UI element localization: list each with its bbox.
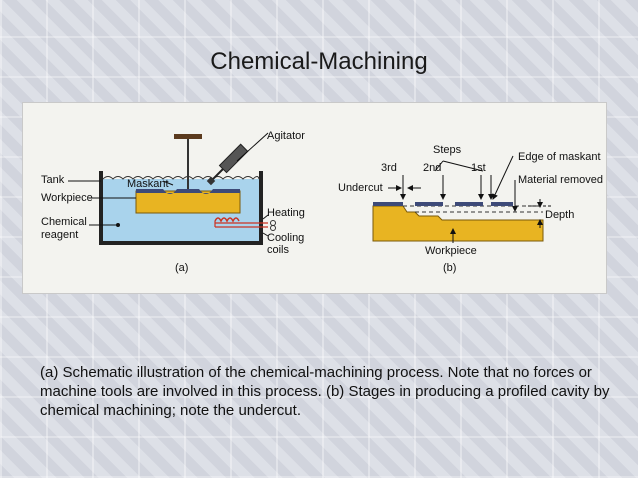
step-2nd-label: 2nd bbox=[423, 162, 441, 174]
step-3rd-label: 3rd bbox=[381, 162, 397, 174]
heating-label: Heating bbox=[267, 207, 305, 219]
panel-a-label: (a) bbox=[175, 262, 188, 274]
maskant-strip-3 bbox=[455, 202, 483, 206]
edge-of-maskant-label: Edge of maskant bbox=[518, 151, 601, 163]
cooling-label: Cooling bbox=[267, 232, 304, 244]
tank-wall bbox=[99, 171, 263, 245]
material-removed-label: Material removed bbox=[518, 174, 603, 186]
figure-panel: Agitator Tank Maskant Workpiece Chemical… bbox=[23, 103, 606, 293]
caption-line: (a) Schematic illustration of the chemic… bbox=[40, 364, 592, 381]
panel-b-label: (b) bbox=[443, 262, 456, 274]
tank-label: Tank bbox=[41, 174, 65, 186]
workpiece-label-b: Workpiece bbox=[425, 245, 477, 257]
workpiece-shape bbox=[135, 190, 241, 214]
slide-title: Chemical-Machining bbox=[210, 48, 428, 75]
depth-label: Depth bbox=[545, 209, 574, 221]
figure-caption: (a) Schematic illustration of the chemic… bbox=[40, 363, 610, 420]
maskant-label: Maskant bbox=[127, 178, 169, 190]
tank-diagram: Agitator Tank Maskant Workpiece Chemical… bbox=[41, 130, 305, 274]
coils-label: coils bbox=[267, 244, 290, 256]
process-diagram: Agitator Tank Maskant Workpiece Chemical… bbox=[41, 130, 603, 274]
chemical-label: Chemical bbox=[41, 216, 87, 228]
liquid-surface bbox=[102, 176, 260, 180]
caption-line: machine tools are involved in this proce… bbox=[40, 383, 610, 400]
undercut-label: Undercut bbox=[338, 182, 383, 194]
maskant-shape bbox=[136, 189, 240, 194]
stages-diagram: Steps 3rd 2nd 1st Edge of maskant Materi… bbox=[338, 144, 603, 274]
maskant-strip-2 bbox=[415, 202, 443, 206]
step-1st-label: 1st bbox=[471, 162, 486, 174]
caption-line: chemical machining; note the undercut. bbox=[40, 402, 301, 419]
maskant-strip-1 bbox=[373, 202, 403, 206]
workpiece-label-a: Workpiece bbox=[41, 192, 93, 204]
coil-icon bbox=[214, 217, 276, 231]
maskant-strip-4 bbox=[491, 202, 513, 206]
workpiece-b-shape bbox=[372, 205, 544, 242]
agitator-label: Agitator bbox=[267, 130, 305, 142]
steps-label: Steps bbox=[433, 144, 462, 156]
stand-base bbox=[174, 134, 202, 139]
reagent-label: reagent bbox=[41, 229, 78, 241]
